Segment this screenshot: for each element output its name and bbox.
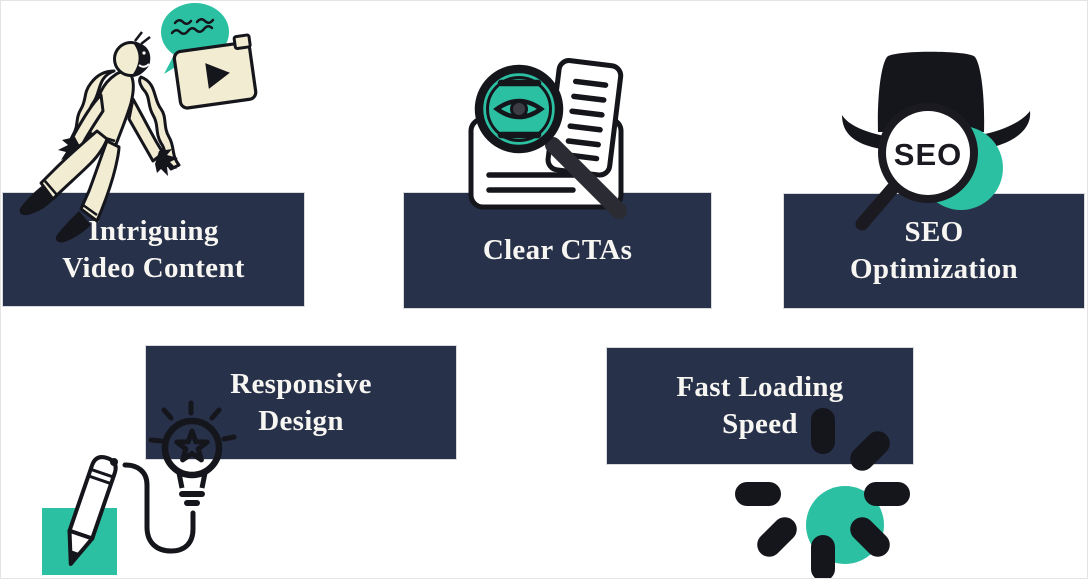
video-player-icon [172,33,258,110]
play-icon [205,63,230,89]
feature-box-seo-optimization: SEO Optimization [784,194,1084,308]
feature-box-responsive-design: Responsive Design [146,346,456,459]
feature-label-line: Video Content [62,251,245,284]
feature-label-line: Intriguing [88,214,219,247]
teal-circle [806,486,884,564]
feature-box-fast-loading-speed: Fast Loading Speed [607,348,913,464]
document-back [545,58,624,178]
feature-box-clear-ctas: Clear CTAs [404,193,711,308]
feature-label-line: Optimization [850,253,1018,285]
eye-icon [493,98,545,120]
cord-dot [110,458,118,466]
feature-label-line: Speed [722,408,798,440]
black-hat-icon [877,51,985,132]
magnifier-seo-text: SEO [894,137,962,172]
feature-box-intriguing-video-content: Intriguing Video Content [3,193,304,306]
feature-label-line: Responsive [230,367,372,400]
speech-bubble-icon [161,3,229,74]
cord-line [122,462,196,554]
feature-label-line: SEO [904,216,964,248]
feature-label-line: Fast Loading [676,371,844,403]
hat-brim [842,111,1031,154]
eye-pupil [510,100,528,118]
teal-square [42,508,117,575]
pencil-icon [67,455,118,566]
feature-label-line: Design [258,404,344,437]
magnifier-eye-icon [474,64,627,219]
magnifier-eye-document-icon [468,58,627,219]
feature-label-line: Clear CTAs [482,234,633,266]
